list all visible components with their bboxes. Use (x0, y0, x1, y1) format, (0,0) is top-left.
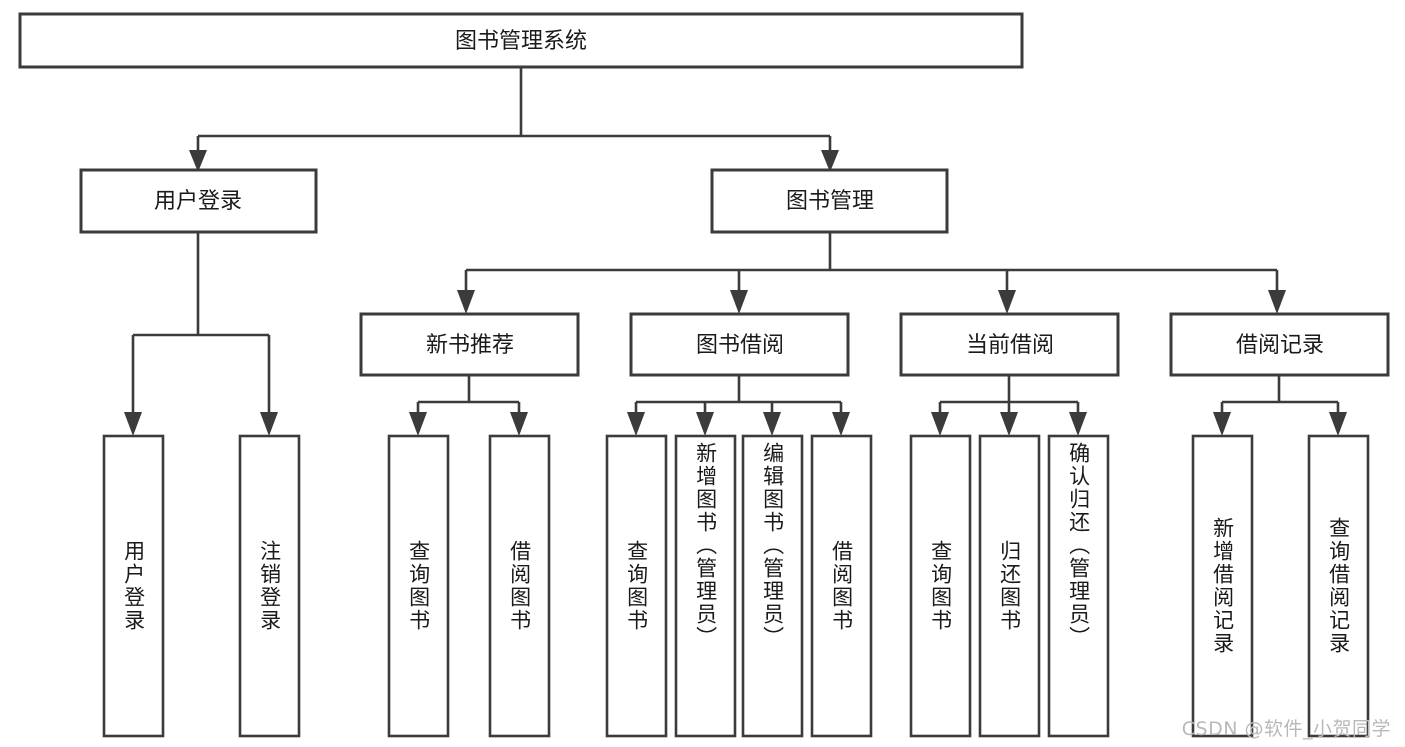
node-leaf-borrow-book-1[interactable] (488, 434, 551, 738)
arrow-head-leaf-add-record (1213, 412, 1231, 436)
arrow-head-leaf-confirm-return (1069, 412, 1087, 436)
arrow-head-leaf-query-book-2 (627, 412, 645, 436)
arrow-head-leaf-query-book-1 (409, 412, 427, 436)
node-leaf-borrow-book-2[interactable] (810, 434, 873, 738)
node-user-login[interactable] (79, 168, 318, 234)
node-leaf-logout[interactable] (238, 434, 301, 738)
node-leaf-edit-book[interactable] (741, 434, 804, 738)
csdn-watermark: CSDN @软件_小贺同学 (1181, 718, 1391, 740)
connector-layer (124, 67, 1347, 436)
node-current-borrow[interactable] (899, 312, 1120, 377)
node-root[interactable] (18, 12, 1024, 69)
node-leaf-user-login[interactable] (102, 434, 165, 738)
node-leaf-confirm-return[interactable] (1047, 434, 1110, 738)
arrow-head-leaf-add-book (696, 412, 714, 436)
node-leaf-query-record[interactable] (1307, 434, 1370, 738)
arrow-head-leaf-return-book (1000, 412, 1018, 436)
node-current-borrow-label: 当前借阅 (966, 333, 1054, 358)
arrow-head-leaf-user-login (124, 412, 142, 436)
node-new-book-rec[interactable] (359, 312, 580, 377)
node-root-label: 图书管理系统 (455, 29, 587, 54)
arrow-head-leaf-query-record (1329, 412, 1347, 436)
arrow-head-leaf-query-book-3 (931, 412, 949, 436)
node-borrow-record-label: 借阅记录 (1236, 333, 1324, 358)
node-leaf-query-book-3[interactable] (909, 434, 972, 738)
arrow-head-leaf-borrow-book-2 (832, 412, 850, 436)
node-leaf-query-book-2[interactable] (605, 434, 668, 738)
node-user-login-label: 用户登录 (154, 189, 242, 214)
node-leaf-add-record[interactable] (1191, 434, 1254, 738)
arrow-head-new-book-rec (457, 290, 475, 314)
arrow-head-borrow-record (1268, 290, 1286, 314)
arrow-head-leaf-edit-book (763, 412, 781, 436)
node-leaf-query-book-1[interactable] (387, 434, 450, 738)
node-book-manage-label: 图书管理 (786, 189, 874, 214)
arrow-head-current-borrow (998, 290, 1016, 314)
arrow-head-leaf-logout (260, 412, 278, 436)
node-book-borrow[interactable] (629, 312, 850, 377)
node-leaf-return-book[interactable] (978, 434, 1041, 738)
node-leaf-add-book[interactable] (674, 434, 737, 738)
node-new-book-rec-label: 新书推荐 (426, 333, 514, 358)
node-borrow-record[interactable] (1169, 312, 1390, 377)
node-book-manage[interactable] (710, 168, 949, 234)
node-book-borrow-label: 图书借阅 (696, 333, 784, 358)
arrow-head-user-login (189, 150, 207, 172)
arrow-head-leaf-borrow-book-1 (510, 412, 528, 436)
node-layer: 图书管理系统 用户登录 图书管理 新书推荐 图书借阅 当前借阅 借阅记录 (18, 12, 1390, 738)
arrow-head-book-borrow (730, 290, 748, 314)
arrow-head-book-manage (821, 150, 839, 172)
